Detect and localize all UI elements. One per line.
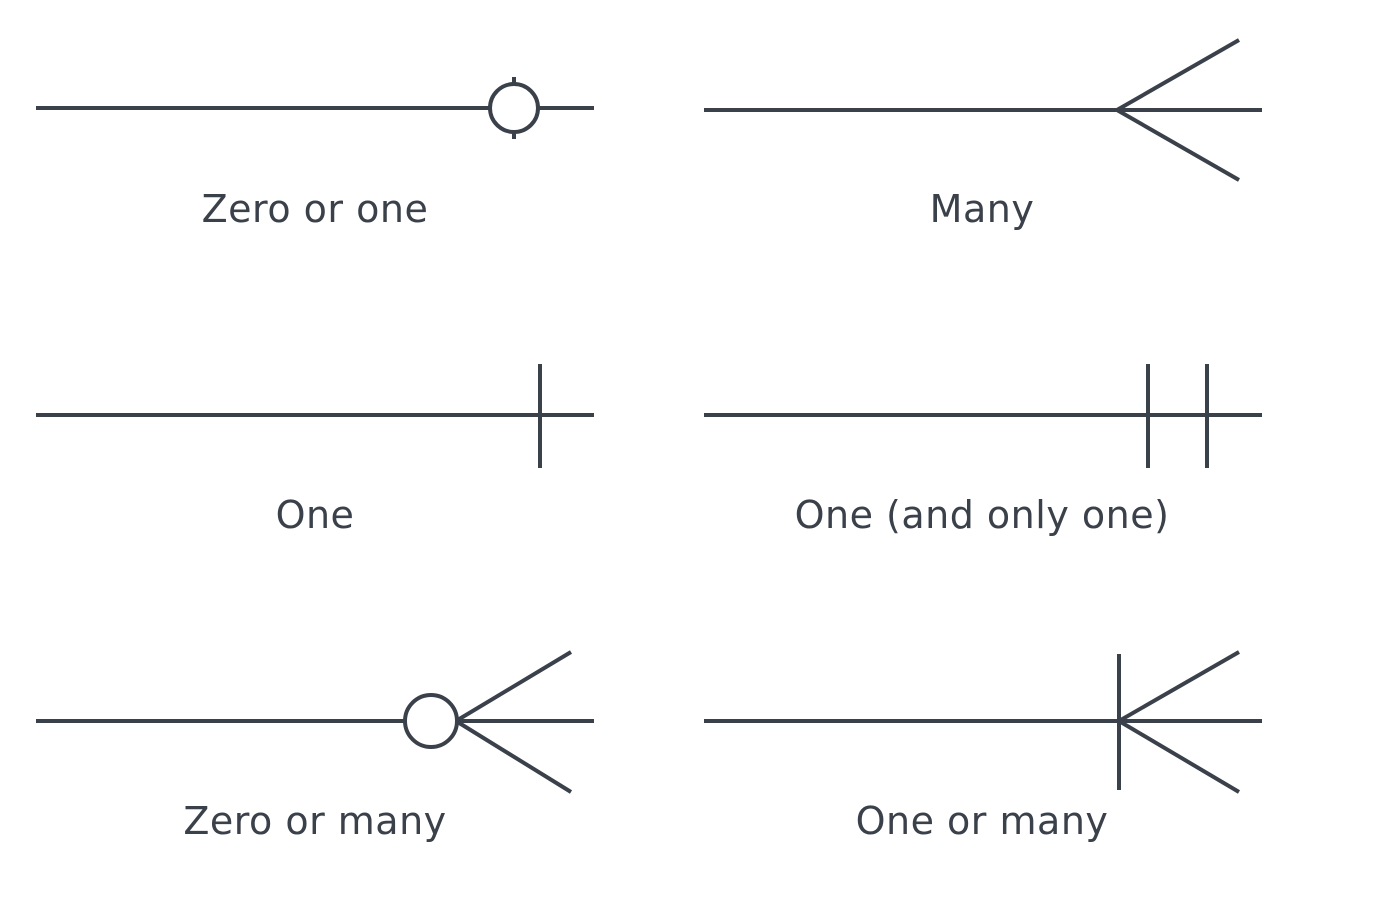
symbol-zero-or-one: Zero or one xyxy=(36,77,594,231)
crow-foot-lower-prong xyxy=(454,719,573,794)
zero-or-one-label: Zero or one xyxy=(202,187,429,231)
zero-circle-icon xyxy=(403,693,459,749)
symbol-one-and-only-one: One (and only one) xyxy=(704,364,1262,537)
one-label: One xyxy=(276,493,355,537)
crow-foot-lower-prong xyxy=(1116,108,1240,182)
crow-foot-upper-prong xyxy=(1116,38,1240,112)
one-and-only-one-label: One (and only one) xyxy=(795,493,1170,537)
symbol-zero-or-many: Zero or many xyxy=(36,650,594,843)
zero-circle-icon xyxy=(488,82,540,134)
zero-or-many-label: Zero or many xyxy=(183,799,446,843)
many-label: Many xyxy=(930,187,1035,231)
one-or-many-label: One or many xyxy=(856,799,1109,843)
crow-foot-lower-prong xyxy=(1117,719,1241,794)
crow-foot-upper-prong xyxy=(1118,650,1240,723)
symbol-many: Many xyxy=(704,38,1262,231)
symbol-one: One xyxy=(36,364,594,537)
symbol-one-or-many: One or many xyxy=(704,650,1262,843)
crow-foot-upper-prong xyxy=(454,650,573,723)
